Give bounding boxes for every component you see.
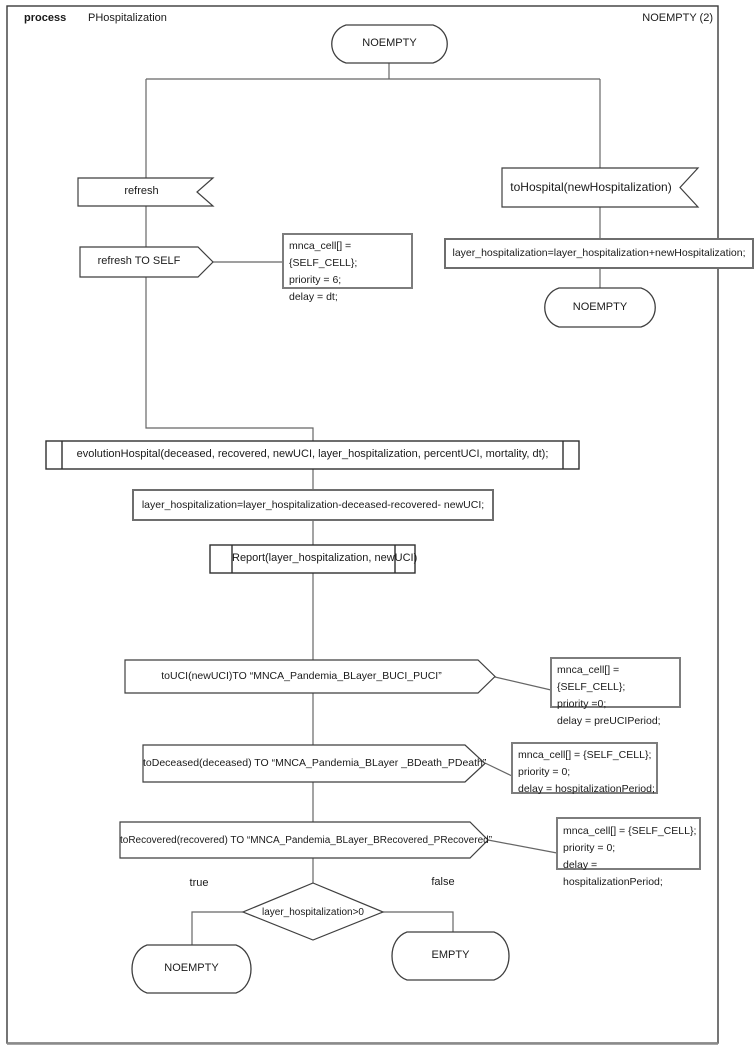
decision-false-label: false <box>431 876 455 888</box>
page-reference-label: NOEMPTY (2) <box>642 12 713 24</box>
procedure-evolution-label: evolutionHospital(deceased, recovered, n… <box>76 448 549 460</box>
state-noempty-top-label: NOEMPTY <box>362 37 417 49</box>
output-signal-to-deceased[interactable] <box>142 744 486 783</box>
comment-refresh[interactable] <box>282 233 413 289</box>
comment-refresh-text: mnca_cell[] = {SELF_CELL}; priority = 6;… <box>289 240 358 303</box>
task-update-hospitalization[interactable] <box>132 489 494 521</box>
output-to-recovered-label: toRecovered(recovered) TO “MNCA_Pandemia… <box>120 835 493 846</box>
state-empty[interactable] <box>391 931 510 981</box>
state-noempty-right[interactable] <box>544 287 656 328</box>
input-refresh-label: refresh <box>124 185 159 197</box>
state-empty-label: EMPTY <box>431 949 470 961</box>
procedure-report-label: Report(layer_hospitalization, newUCI) <box>232 552 418 564</box>
input-tohospital-label: toHospital(newHospitalization) <box>510 180 672 194</box>
task-add-hospitalization[interactable] <box>444 238 754 269</box>
comment-to-recovered[interactable] <box>556 817 701 870</box>
comment-to-recovered-text: mnca_cell[] = {SELF_CELL}; priority = 0;… <box>563 825 697 888</box>
state-noempty-right-label: NOEMPTY <box>572 301 628 313</box>
task-update-label: layer_hospitalization=layer_hospitalizat… <box>141 499 485 511</box>
decision-diamond[interactable] <box>241 882 385 941</box>
state-noempty-bottom[interactable] <box>131 944 252 994</box>
procedure-report[interactable] <box>209 544 416 574</box>
decision-true-label: true <box>189 877 209 889</box>
output-refresh-self-label: refresh TO SELF <box>97 255 181 267</box>
decision-condition-label: layer_hospitalization>0 <box>261 907 364 918</box>
connector-line-comment <box>484 762 513 777</box>
connector-line <box>145 277 314 441</box>
connector-line-true <box>191 911 243 945</box>
input-signal-tohospital[interactable] <box>501 167 700 208</box>
output-signal-to-uci[interactable] <box>124 659 496 694</box>
procedure-evolution-hospital[interactable] <box>45 440 580 470</box>
comment-to-deceased-text: mnca_cell[] = {SELF_CELL}; priority = 0;… <box>518 749 655 795</box>
comment-to-deceased[interactable] <box>511 742 658 794</box>
comment-to-uci[interactable] <box>550 657 681 708</box>
state-noempty-bottom-label: NOEMPTY <box>164 962 219 974</box>
state-noempty-top[interactable] <box>331 24 448 64</box>
connector-line-false <box>383 911 454 932</box>
connector-line-comment <box>494 676 552 691</box>
task-add-label: layer_hospitalization=layer_hospitalizat… <box>452 247 746 259</box>
output-to-uci-label: toUCI(newUCI)TO “MNCA_Pandemia_BLayer_BU… <box>161 670 442 682</box>
output-signal-to-recovered[interactable] <box>119 821 489 859</box>
connector-line-comment <box>487 839 558 854</box>
output-to-deceased-label: toDeceased(deceased) TO “MNCA_Pandemia_B… <box>143 757 487 769</box>
comment-to-uci-text: mnca_cell[] = {SELF_CELL}; priority =0; … <box>557 664 661 727</box>
input-signal-refresh[interactable] <box>77 177 215 207</box>
diagram-kind-label: process <box>24 12 67 24</box>
page-title: PHospitalization <box>88 12 167 24</box>
output-signal-refresh-to-self[interactable] <box>79 246 214 278</box>
connector-lines <box>145 63 601 945</box>
